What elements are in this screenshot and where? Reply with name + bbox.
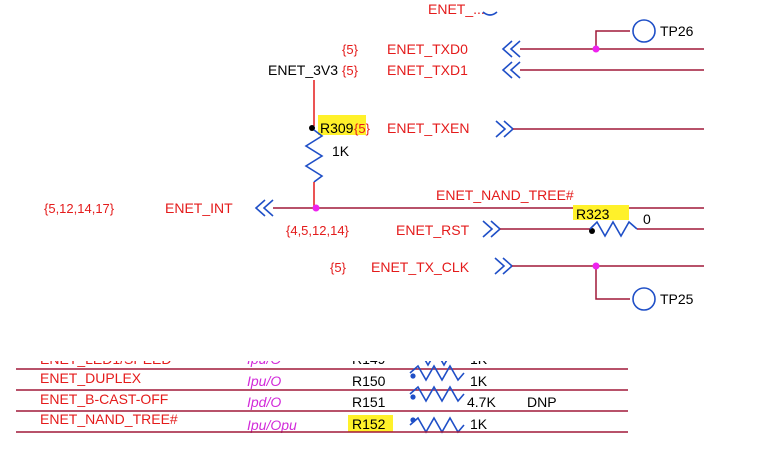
r309-highlight — [318, 115, 366, 135]
strap-ref: R152 — [352, 416, 386, 432]
tp26-label: TP26 — [660, 23, 694, 39]
txd0-junction — [592, 45, 600, 53]
nand-tree-net-label: ENET_NAND_TREE# — [436, 187, 574, 203]
int-sheet-ref: {5,12,14,17} — [44, 201, 115, 216]
strap-resistor-icon — [409, 364, 465, 382]
txd0-port-icon — [501, 40, 513, 58]
r152-highlight — [348, 415, 393, 432]
strap-value: 1K — [470, 416, 488, 432]
table-cut-mask — [0, 346, 758, 361]
txen-sheet-ref: {5} — [354, 121, 371, 136]
tp25-test-point-icon — [632, 287, 656, 311]
strap-io: Ipu/O — [247, 373, 281, 389]
strap-table: ENET_LED1/SPEED Ipu/O R149 1K ENET_DUPLE… — [0, 346, 758, 434]
r309-ref: R309 — [320, 120, 354, 136]
txclk-junction — [592, 262, 600, 270]
strap-pin-dot — [410, 394, 416, 400]
txen-net-label: ENET_TXEN — [387, 120, 469, 136]
tp26-branch-wire — [595, 30, 630, 49]
int-port-icon — [254, 199, 266, 217]
power-net-label: ENET_3V3 — [268, 62, 338, 78]
txen-port-icon — [495, 120, 507, 138]
strap-net: ENET_DUPLEX — [40, 370, 142, 386]
strap-ref: R151 — [352, 394, 386, 410]
partial-test-point-icon — [482, 11, 498, 16]
tp25-label: TP25 — [660, 291, 694, 307]
strap-row: ENET_DUPLEX Ipu/O R150 1K — [40, 364, 488, 389]
txclk-sheet-ref: {5} — [330, 260, 347, 275]
strap-net: ENET_B-CAST-OFF — [40, 391, 168, 407]
r309-pin-dot — [309, 125, 315, 131]
r309-value: 1K — [332, 143, 350, 159]
strap-row: ENET_B-CAST-OFF Ipd/O R151 4.7K DNP — [40, 385, 557, 410]
strap-value: 4.7K — [467, 394, 496, 410]
strap-row: ENET_NAND_TREE# Ipu/Opu R152 1K — [40, 411, 488, 434]
strap-io: Ipu/Opu — [247, 417, 297, 433]
r323-value: 0 — [643, 211, 651, 227]
r309-resistor-icon — [304, 129, 324, 183]
strap-io: Ipd/O — [247, 394, 281, 410]
txd1-net-label: ENET_TXD1 — [387, 62, 468, 78]
rst-port-icon — [482, 220, 494, 238]
strap-net: ENET_NAND_TREE# — [40, 411, 178, 427]
strap-value: 1K — [470, 373, 488, 389]
strap-resistor-icon — [409, 416, 465, 434]
strap-note: DNP — [527, 394, 557, 410]
strap-pin-dot — [410, 373, 416, 379]
txd0-sheet-ref: {5} — [342, 42, 359, 57]
r323-resistor-icon — [589, 220, 638, 238]
tp25-branch-wire — [595, 266, 630, 300]
txd1-port-icon — [501, 61, 513, 79]
strap-resistor-icon — [409, 385, 465, 403]
int-net-label: ENET_INT — [165, 200, 233, 216]
r323-highlight — [573, 205, 629, 220]
rst-sheet-ref: {4,5,12,14} — [286, 223, 350, 238]
rst-net-label: ENET_RST — [396, 222, 470, 238]
partial-net-label: ENET_... — [428, 1, 485, 17]
int-junction — [312, 204, 320, 212]
tp26-test-point-icon — [632, 19, 656, 43]
txd1-sheet-ref: {5} — [342, 63, 359, 78]
r323-ref: R323 — [576, 206, 610, 222]
strap-ref: R150 — [352, 373, 386, 389]
txclk-port-icon — [494, 257, 506, 275]
txd0-net-label: ENET_TXD0 — [387, 41, 468, 57]
txclk-net-label: ENET_TX_CLK — [371, 259, 470, 275]
